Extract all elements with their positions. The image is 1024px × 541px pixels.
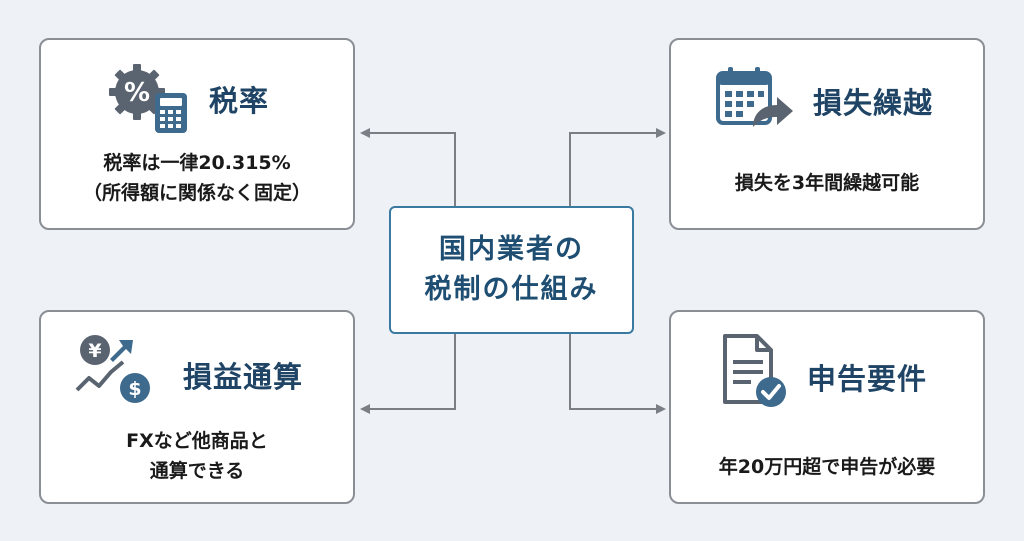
center-topic-box: 国内業者の 税制の仕組み bbox=[389, 206, 634, 334]
loss-offset-title: 損益通算 bbox=[183, 360, 304, 394]
loss-carryover-description: 損失を3年間繰越可能 bbox=[671, 168, 983, 198]
loss-carryover-line-1: 損失を3年間繰越可能 bbox=[734, 172, 920, 194]
tax-rate-card: % 税率 税率は一律20.315% （所得額に関係なく固定） bbox=[39, 38, 355, 230]
svg-text:¥: ¥ bbox=[88, 340, 101, 362]
loss-carryover-card: 損失繰越 損失を3年間繰越可能 bbox=[669, 38, 985, 230]
filing-requirement-card: 申告要件 年20万円超で申告が必要 bbox=[669, 310, 985, 504]
calendar-forward-icon bbox=[716, 67, 793, 127]
filing-requirement-description: 年20万円超で申告が必要 bbox=[671, 452, 983, 482]
filing-requirement-line-1: 年20万円超で申告が必要 bbox=[718, 456, 936, 478]
connector-to-filing bbox=[569, 334, 666, 414]
connector-to-loss-offset bbox=[360, 334, 456, 414]
center-title-line-1: 国内業者の bbox=[439, 234, 584, 265]
loss-offset-card: ¥ $ 損益通算 FXなど他商品と 通算できる bbox=[39, 310, 355, 504]
loss-offset-line-2: 通算できる bbox=[149, 460, 245, 482]
loss-offset-line-1: FXなど他商品と bbox=[126, 430, 268, 452]
tax-rate-description: 税率は一律20.315% （所得額に関係なく固定） bbox=[41, 148, 353, 208]
connector-to-tax-rate bbox=[360, 128, 456, 206]
connector-to-loss-carryover bbox=[569, 128, 666, 206]
svg-text:%: % bbox=[124, 78, 150, 108]
percent-gear-calculator-icon: % bbox=[109, 64, 187, 133]
tax-rate-title: 税率 bbox=[209, 84, 270, 118]
loss-offset-description: FXなど他商品と 通算できる bbox=[41, 426, 353, 486]
svg-text:$: $ bbox=[128, 378, 141, 400]
tax-rate-line-2: （所得額に関係なく固定） bbox=[82, 182, 311, 204]
tax-rate-line-1: 税率は一律20.315% bbox=[103, 152, 291, 174]
yen-dollar-exchange-icon: ¥ $ bbox=[75, 335, 150, 403]
center-title-line-2: 税制の仕組み bbox=[424, 274, 599, 305]
loss-carryover-title: 損失繰越 bbox=[813, 86, 934, 120]
document-check-icon bbox=[723, 334, 786, 407]
filing-requirement-title: 申告要件 bbox=[807, 362, 928, 396]
